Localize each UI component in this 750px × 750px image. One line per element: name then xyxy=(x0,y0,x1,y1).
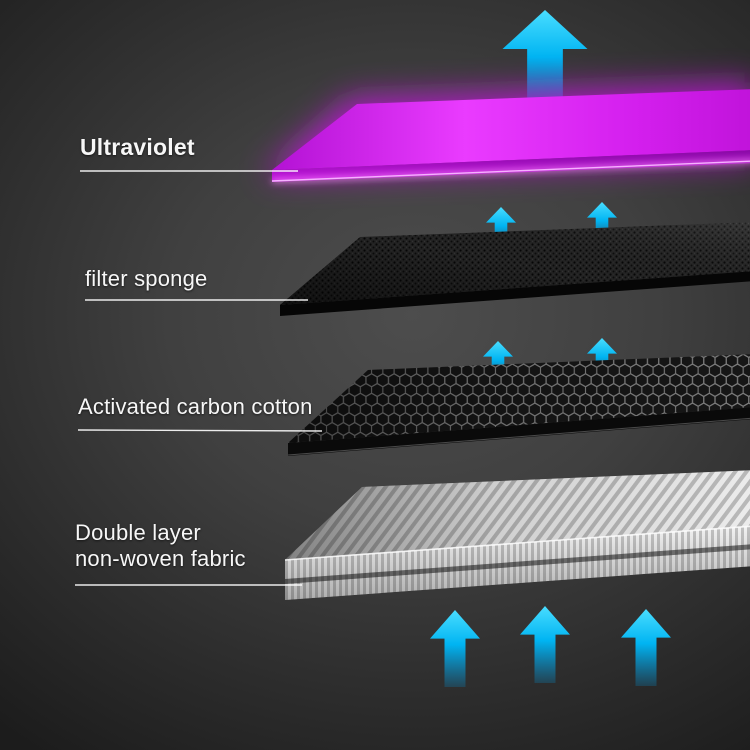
carbon-bottom-edge xyxy=(287,417,750,456)
non-woven-fabric-layer xyxy=(284,470,750,600)
leader-lines xyxy=(75,170,323,586)
label-activated-carbon: Activated carbon cotton xyxy=(78,394,313,420)
up-arrow-icon xyxy=(520,606,570,683)
fabric-front-shade xyxy=(285,526,750,600)
label-ultraviolet: Ultraviolet xyxy=(80,134,195,161)
label-filter-sponge-text: filter sponge xyxy=(85,266,208,291)
sponge-front-face xyxy=(280,271,750,316)
label-fabric-line2: non-woven fabric xyxy=(75,545,246,571)
label-ultraviolet-text: Ultraviolet xyxy=(80,134,195,160)
carbon-front-face xyxy=(288,407,750,456)
sponge-sheen xyxy=(280,222,750,305)
uv-rim xyxy=(271,160,750,182)
ultraviolet-layer xyxy=(263,82,750,183)
fabric-top-rim xyxy=(284,525,750,561)
leader-line-carbon xyxy=(77,429,323,432)
label-non-woven-fabric: Double layer non-woven fabric xyxy=(75,520,246,572)
label-filter-sponge: filter sponge xyxy=(85,266,207,292)
uv-front-face xyxy=(272,150,750,182)
carbon-shade xyxy=(288,354,750,443)
label-fabric-line1: Double layer xyxy=(75,520,201,545)
up-arrow-icon xyxy=(430,610,480,687)
label-activated-carbon-text: Activated carbon cotton xyxy=(78,394,313,419)
uv-top-face xyxy=(272,89,750,170)
filter-sponge-layer xyxy=(280,222,750,316)
fabric-top-shade xyxy=(285,470,750,560)
activated-carbon-layer xyxy=(287,354,750,456)
up-arrow-icon xyxy=(621,609,671,686)
